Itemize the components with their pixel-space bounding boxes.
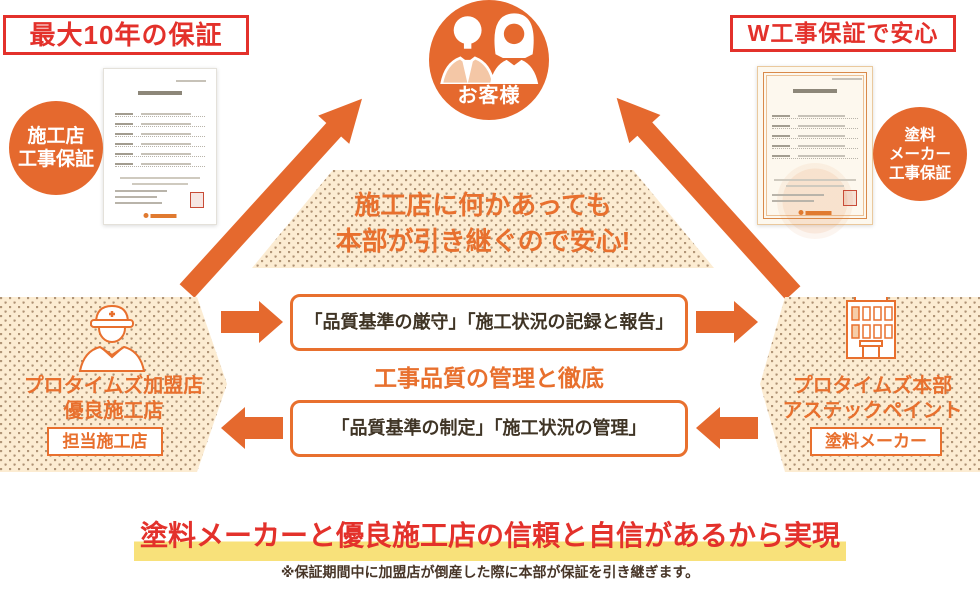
arrow-box-to-contractor [221, 407, 283, 449]
seal-line: 施工店 [27, 126, 85, 147]
seal-line: 工事保証 [888, 164, 951, 182]
red-seal-stamp [843, 190, 857, 206]
cert-paragraph-lines [120, 177, 200, 185]
cert-ref-line [832, 78, 862, 80]
maker-role-tag: 塗料メーカー [810, 427, 942, 456]
arrow-box-to-maker [696, 301, 758, 343]
cert-paragraph-lines [774, 179, 856, 187]
construction-worker-icon [78, 304, 146, 372]
seal-line: 工事保証 [17, 149, 94, 170]
quality-management-title: 工事品質の管理と徹底 [374, 365, 604, 391]
couple-icon [440, 13, 539, 84]
cert-field-lines [115, 107, 205, 167]
company-logo-mark [143, 213, 177, 218]
contractor-panel: プロタイムズ加盟店 優良施工店 担当施工店 [0, 297, 227, 472]
double-warranty-badge: W工事保証で安心 [730, 15, 956, 52]
contractor-role-tag: 担当施工店 [47, 427, 163, 456]
takeover-assurance-banner: 施工店に何かあっても 本部が引き継ぐので安心! [252, 170, 714, 268]
seal-line: メーカー [888, 145, 951, 163]
banner-line1: 施工店に何かあっても [354, 190, 612, 220]
ornate-border-frame [763, 72, 867, 219]
maker-warranty-seal: 塗料 メーカー 工事保証 [873, 107, 967, 201]
contractor-warranty-seal: 施工店 工事保証 [9, 101, 103, 195]
quality-standards-box: 「品質基準の制定」「施工状況の管理」 [290, 400, 688, 457]
arrow-maker-to-customer [616, 97, 801, 300]
cert-address-lines [772, 194, 824, 206]
arrow-maker-to-box [696, 407, 758, 449]
cert-ref-line [176, 80, 206, 82]
arrow-contractor-to-customer [179, 98, 362, 298]
maker-name-line2: アステックペイント [782, 400, 963, 422]
office-building-icon [846, 297, 896, 359]
maker-panel: プロタイムズ本部 アステックペイント 塗料メーカー [760, 297, 980, 472]
max-10-year-warranty-badge: 最大10年の保証 [3, 15, 249, 55]
maker-certificate-document [757, 66, 873, 239]
contractor-certificate-document [103, 68, 217, 225]
footer-headline-text: 塗料メーカーと優良施工店の信頼と自信があるから実現 [133, 514, 846, 561]
cert-title-line [138, 91, 182, 95]
red-seal-stamp [190, 192, 204, 208]
cert-title-line [793, 89, 837, 93]
customer-label: お客様 [457, 85, 521, 107]
company-logo-mark [798, 210, 832, 215]
maker-name-line1: プロタイムズ本部 [792, 375, 953, 397]
seal-line: 塗料 [904, 126, 936, 144]
cert-field-lines [772, 109, 858, 159]
contractor-name-line1: プロタイムズ加盟店 [23, 375, 204, 397]
cert-address-lines [115, 190, 167, 208]
arrow-contractor-to-box [221, 301, 283, 343]
customer-circle: お客様 [429, 0, 549, 120]
footer-note: ※保証期間中に加盟店が倒産した際に本部が保証を引き継ぎます。 [280, 564, 700, 580]
contractor-name-line2: 優良施工店 [63, 400, 164, 422]
footer-headline: 塗料メーカーと優良施工店の信頼と自信があるから実現 [0, 514, 980, 561]
banner-line2: 本部が引き継ぐので安心! [335, 226, 631, 256]
quality-duties-box: 「品質基準の厳守」「施工状況の記録と報告」 [290, 294, 688, 351]
